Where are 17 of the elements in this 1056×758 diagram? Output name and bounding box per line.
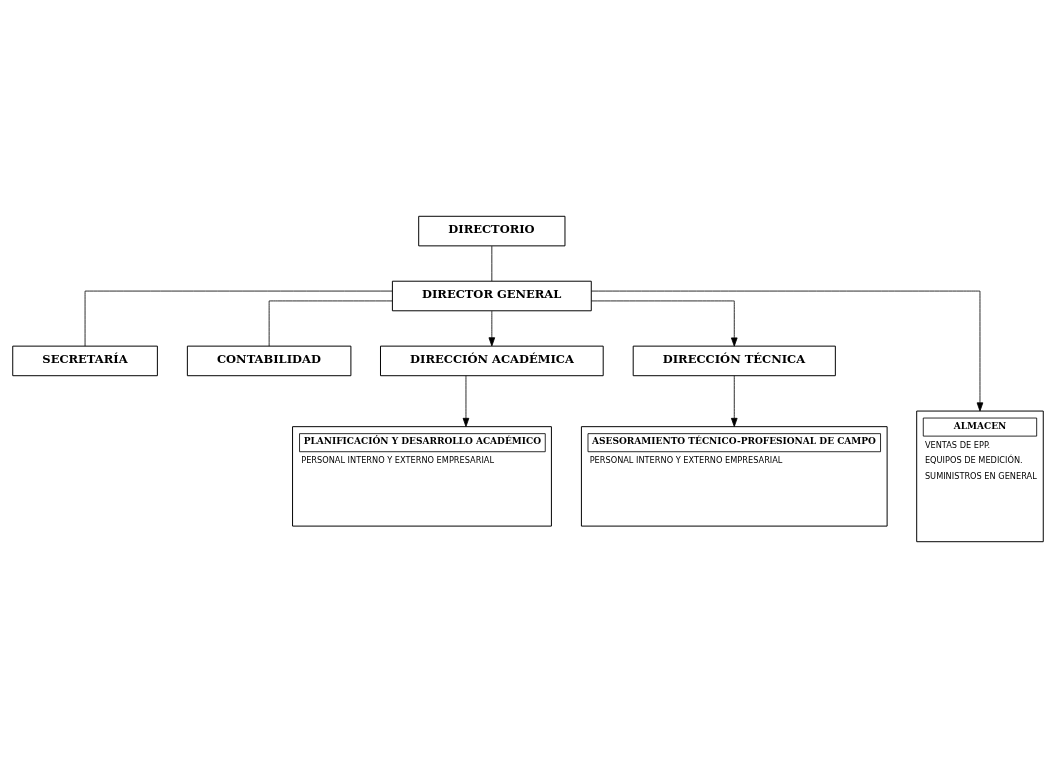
arrow bbox=[591, 290, 984, 412]
arrow bbox=[462, 375, 470, 427]
node-box: DIRECCIÓN TÉCNICA bbox=[632, 345, 836, 377]
node-box: CONTABILIDAD bbox=[186, 345, 352, 377]
node-box: SECRETARÍA bbox=[12, 345, 158, 377]
node-box: ASESORAMIENTO TÉCNICO-PROFESIONAL DE CAMPO PERSONAL INTERNO Y EXTERNO EMPRESARIAL bbox=[580, 426, 888, 527]
node-box: DIRECCIÓN ACADÉMICA bbox=[380, 345, 604, 377]
connector bbox=[491, 245, 493, 282]
node-box: PLANIFICACIÓN Y DESARROLLO ACADÉMICO PERSONAL INTERNO Y EXTERNO EMPRESARIAL bbox=[292, 426, 552, 527]
node-box: ALMACEN VENTAS DE EPP. EQUIPOS DE MEDICIÓN. SUMINISTROS EN GENERAL bbox=[916, 410, 1044, 543]
node-box: DIRECTORIO bbox=[418, 215, 566, 247]
arrow bbox=[591, 300, 738, 347]
connector bbox=[84, 290, 393, 347]
arrow bbox=[731, 375, 738, 427]
connector bbox=[268, 300, 393, 347]
arrow bbox=[488, 310, 496, 347]
node-box: DIRECTOR GENERAL bbox=[391, 280, 592, 312]
